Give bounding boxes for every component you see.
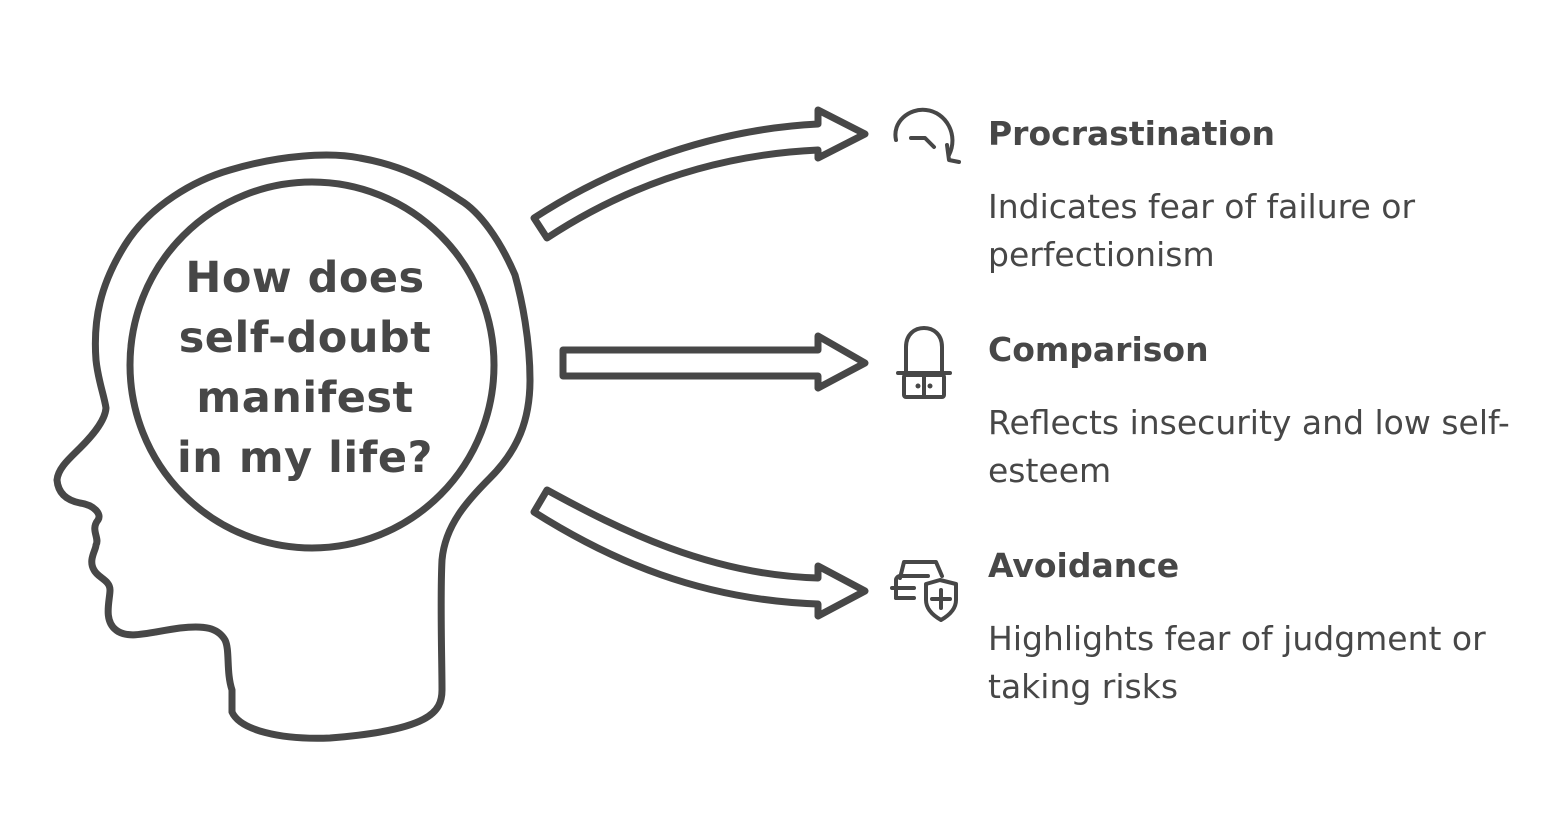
- branch-description: Reflects insecurity and low self-esteem: [988, 403, 1510, 490]
- head-outline: [53, 151, 534, 742]
- question-line: in my life?: [177, 433, 433, 483]
- car-shield-icon: [890, 560, 958, 622]
- thought-circle: [126, 178, 498, 552]
- branch-comparison: Comparison Reflects insecurity and low s…: [988, 328, 1528, 495]
- branch-title: Procrastination: [988, 114, 1275, 153]
- question-line: manifest: [196, 373, 414, 423]
- arrow-to-procrastination: [530, 106, 869, 242]
- central-question: How does self-doubt manifest in my life?: [140, 248, 470, 488]
- branch-description: Indicates fear of failure or perfectioni…: [988, 187, 1416, 274]
- clock-rotate-icon: [893, 107, 961, 164]
- arrow-to-comparison: [559, 332, 869, 392]
- branch-title: Comparison: [988, 330, 1209, 369]
- vanity-mirror-icon: [896, 325, 952, 399]
- branch-description: Highlights fear of judgment or taking ri…: [988, 619, 1486, 706]
- arrow-to-avoidance: [530, 486, 869, 620]
- branch-procrastination: Procrastination Indicates fear of failur…: [988, 112, 1528, 279]
- branch-title: Avoidance: [988, 546, 1180, 585]
- branch-avoidance: Avoidance Highlights fear of judgment or…: [988, 544, 1528, 711]
- question-line: How does: [185, 253, 425, 303]
- question-line: self-doubt: [178, 313, 432, 363]
